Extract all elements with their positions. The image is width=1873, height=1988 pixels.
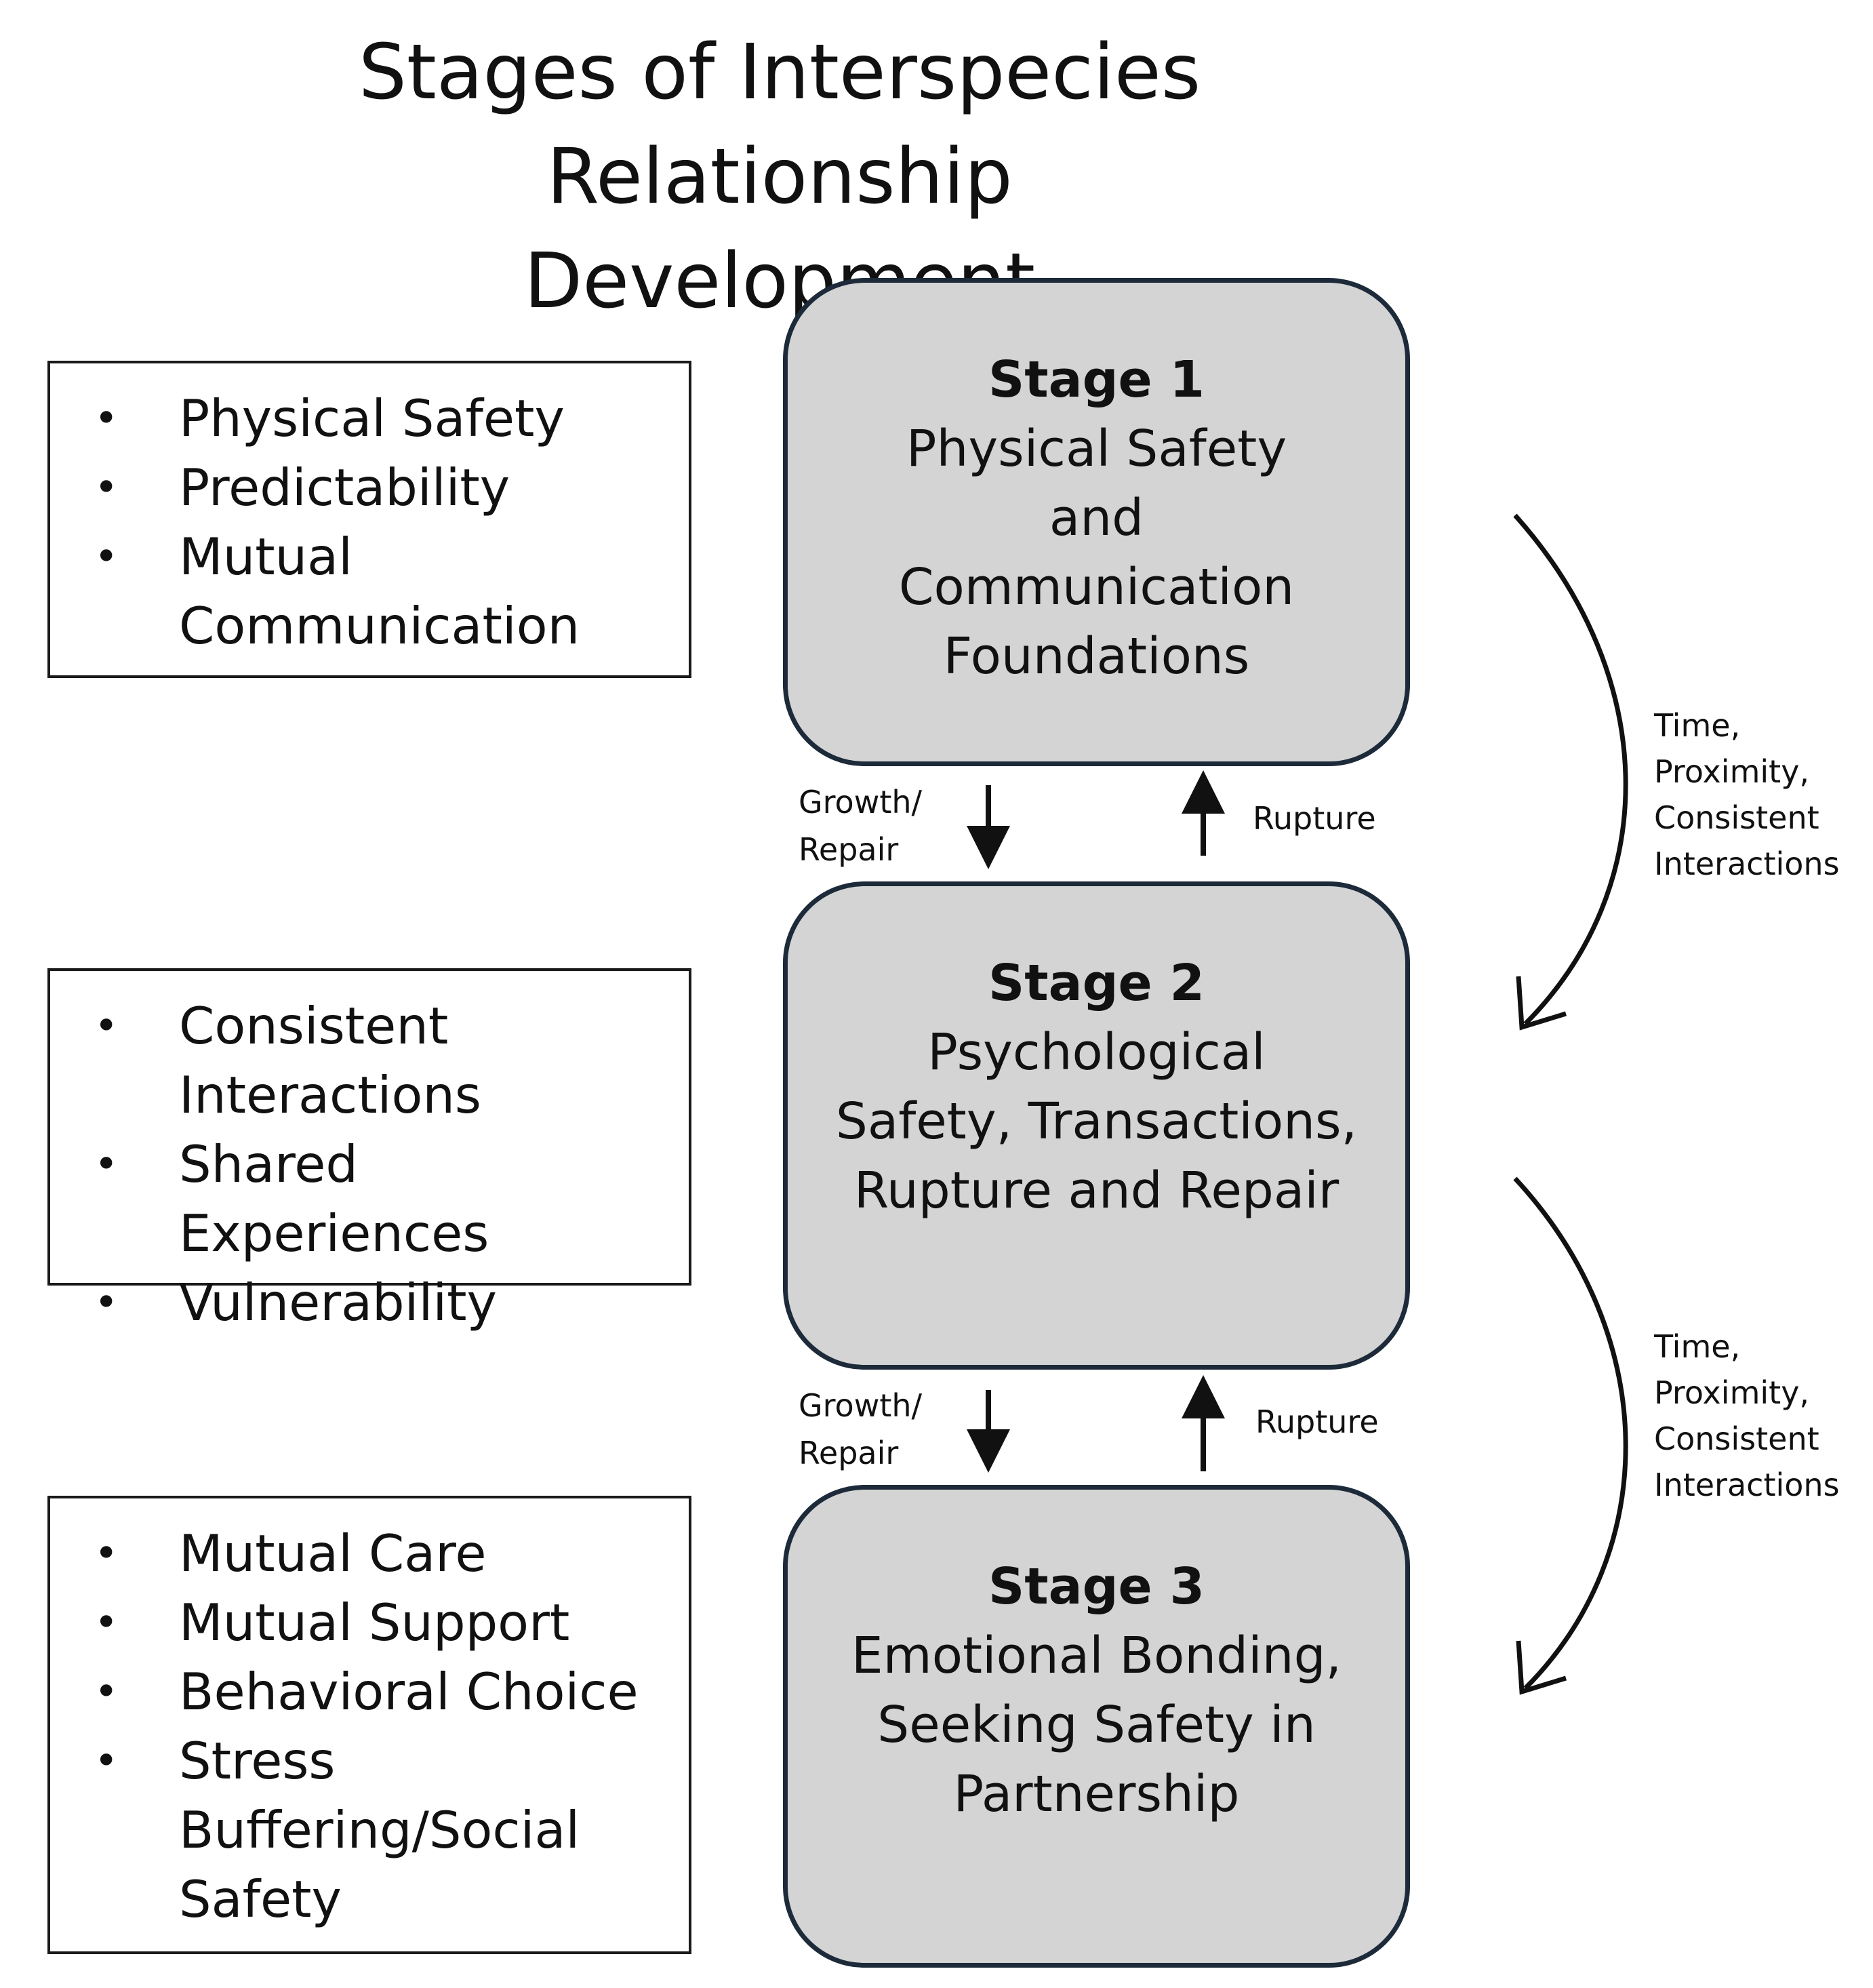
factor-item: Behavioral Choice — [94, 1657, 668, 1726]
factor-item: Predictability — [94, 453, 668, 522]
factor-box-stage-2: Consistent Interactions Shared Experienc… — [47, 968, 691, 1337]
progression-arrow-2 — [1513, 1176, 1628, 1690]
progression-label-line: Interactions — [1654, 1467, 1840, 1503]
factor-item: Mutual Communication — [94, 522, 580, 660]
stage-1-description: Physical Safety and Communication Founda… — [898, 420, 1295, 685]
progression-label-line: Consistent — [1654, 1420, 1819, 1457]
factor-item: Physical Safety — [94, 384, 668, 453]
progression-label-line: Consistent — [1654, 799, 1819, 836]
progression-label-2: Time, Proximity, Consistent Interactions — [1654, 1324, 1871, 1508]
rupture-label-2: Rupture — [1255, 1404, 1379, 1440]
factor-item: Mutual Support — [94, 1588, 668, 1657]
progression-label-line: Time, — [1654, 707, 1741, 744]
stage-1-label: Stage 1 — [988, 351, 1205, 409]
progression-arrow-1-head — [1516, 976, 1567, 1031]
stage-3-label: Stage 3 — [988, 1557, 1205, 1616]
progression-label-line: Interactions — [1654, 846, 1840, 882]
progression-arrow-2-head — [1516, 1640, 1567, 1695]
factor-item: Shared Experiences — [94, 1130, 668, 1268]
progression-label-line: Proximity, — [1654, 753, 1810, 790]
stage-3-description: Emotional Bonding, Seeking Safety in Par… — [851, 1627, 1342, 1823]
progression-arrow-1 — [1513, 513, 1628, 1026]
stage-2-box: Stage 2 Psychological Safety, Transactio… — [783, 881, 1410, 1370]
progression-label-line: Time, — [1654, 1328, 1741, 1365]
stage-2-description: Psychological Safety, Transactions, Rupt… — [835, 1023, 1358, 1220]
factor-item: Mutual Care — [94, 1519, 668, 1588]
factor-item: Consistent Interactions — [94, 991, 531, 1130]
rupture-label-1: Rupture — [1253, 800, 1376, 837]
factor-box-stage-1: Physical Safety Predictability Mutual Co… — [47, 361, 691, 678]
stage-1-box: Stage 1 Physical Safety and Communicatio… — [783, 278, 1410, 766]
progression-label-line: Proximity, — [1654, 1374, 1810, 1411]
stage-2-label: Stage 2 — [988, 954, 1205, 1012]
title-line-1: Stages of Interspecies Relationship — [358, 28, 1201, 221]
growth-repair-label-2: Growth/ Repair — [799, 1387, 923, 1471]
progression-label-1: Time, Proximity, Consistent Interactions — [1654, 702, 1871, 887]
factor-item: Stress Buffering/Social Safety — [94, 1726, 613, 1934]
factor-box-stage-3: Mutual Care Mutual Support Behavioral Ch… — [47, 1496, 691, 1954]
growth-repair-label-1: Growth/ Repair — [799, 784, 923, 868]
factor-item: Vulnerability — [94, 1268, 668, 1337]
stage-3-box: Stage 3 Emotional Bonding, Seeking Safet… — [783, 1485, 1410, 1968]
